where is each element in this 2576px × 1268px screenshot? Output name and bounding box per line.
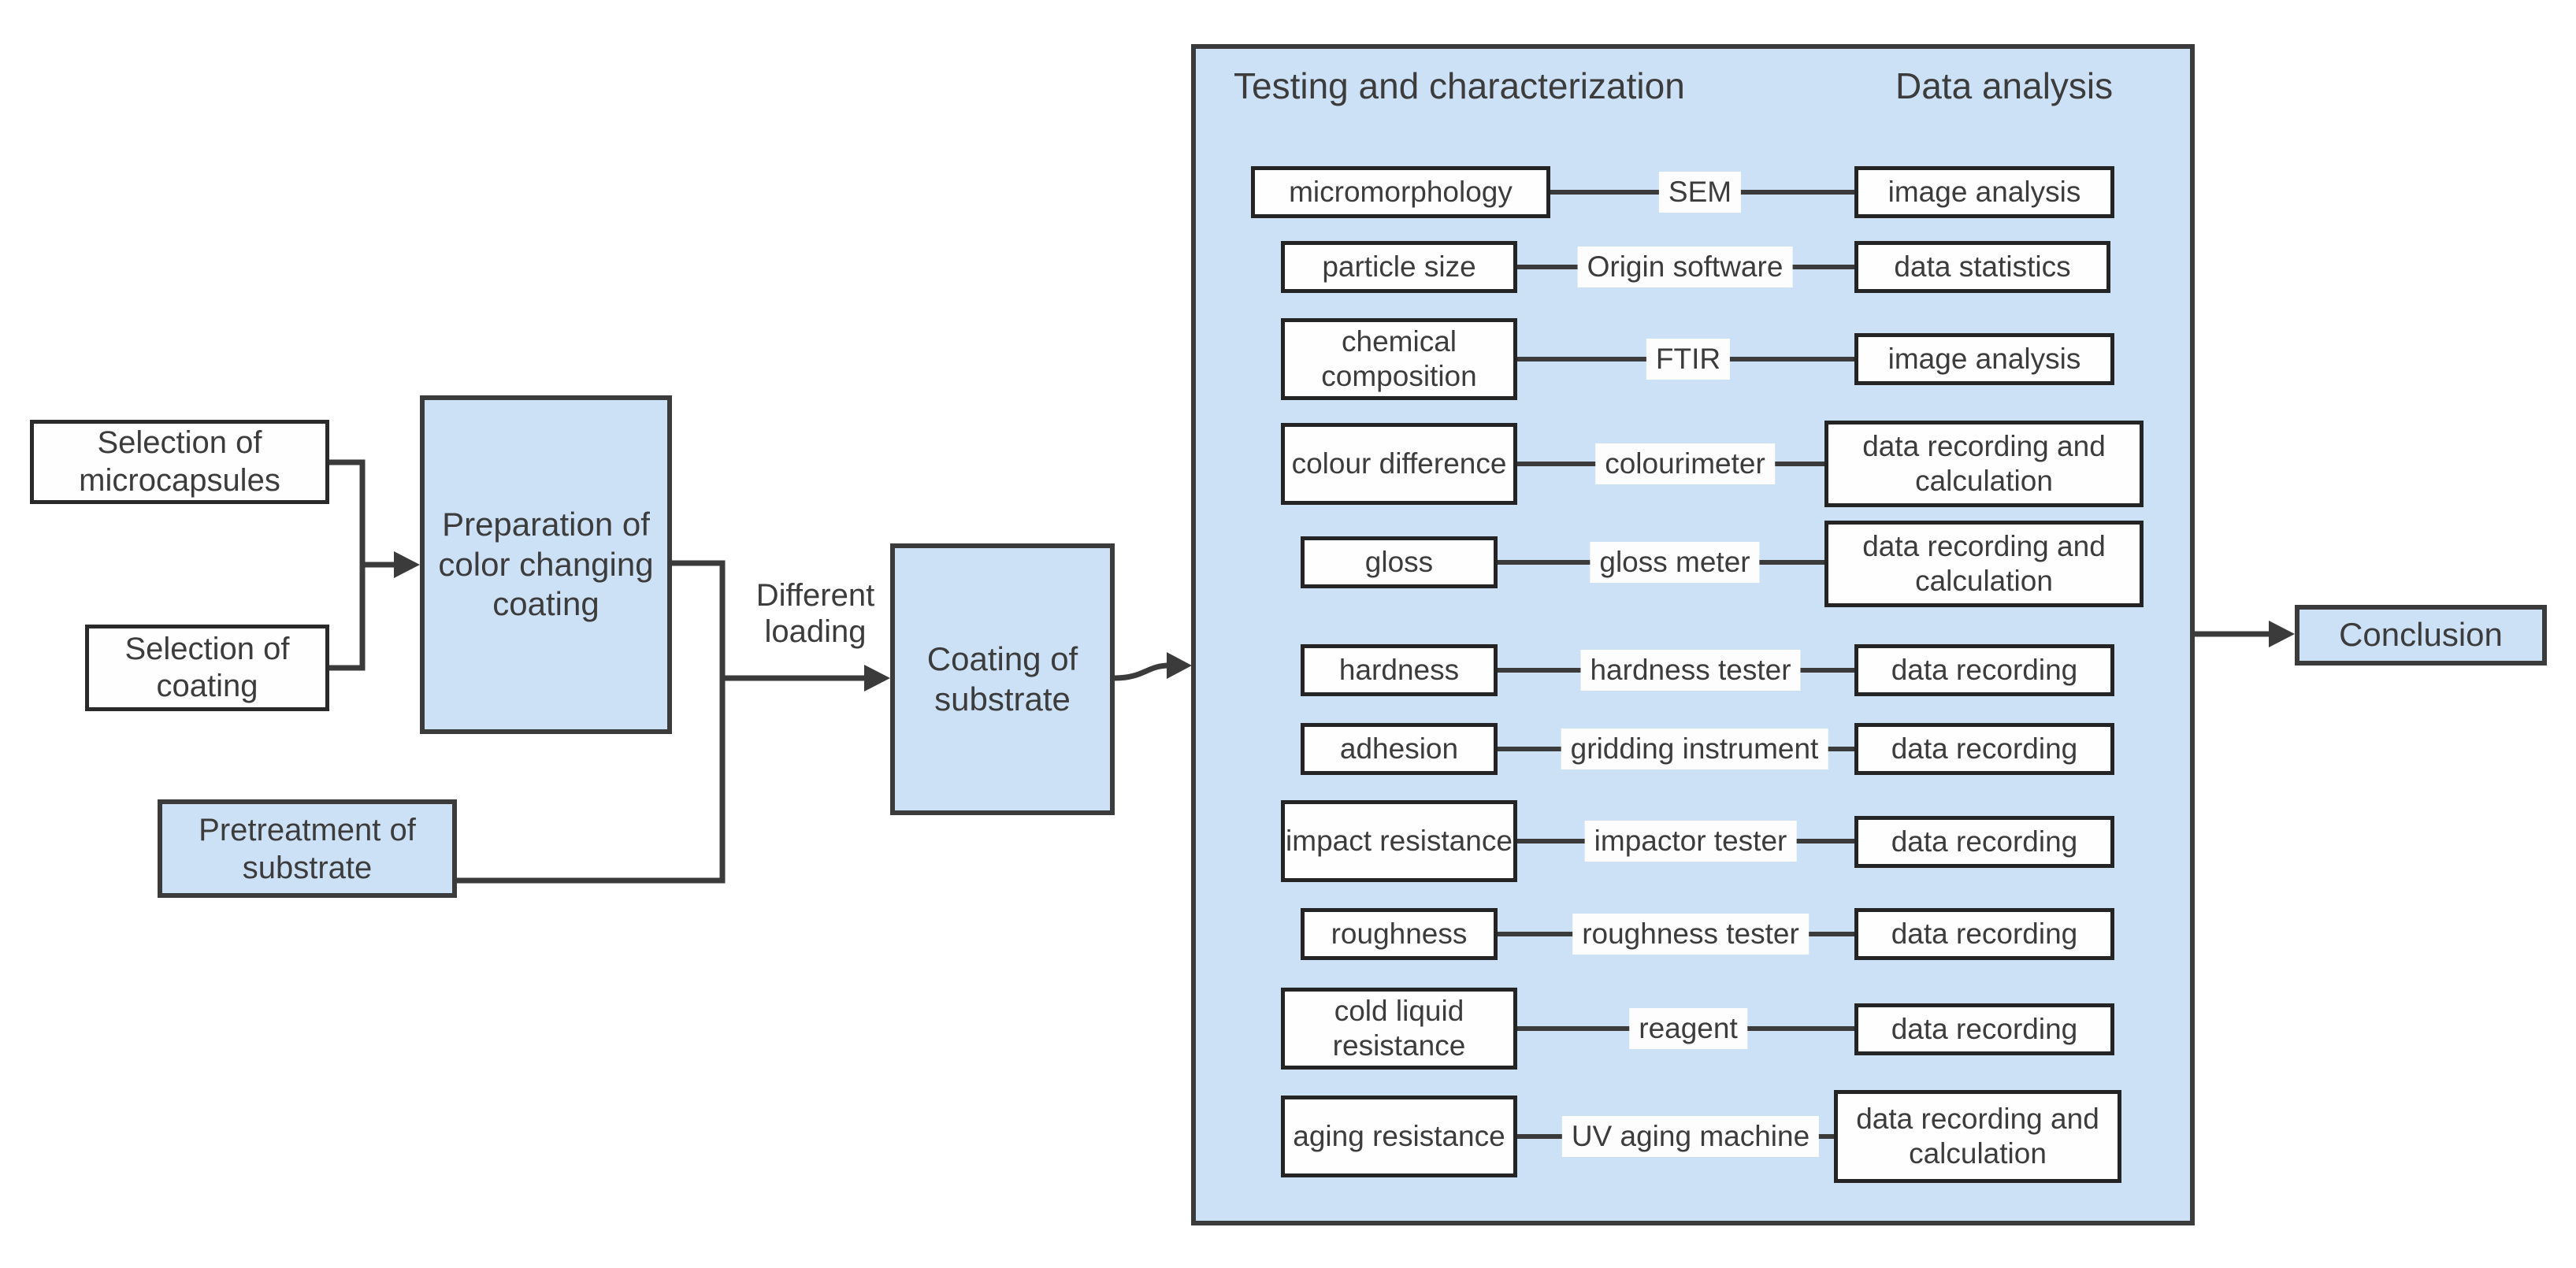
analysis-box: data recording	[1854, 816, 2114, 868]
test-item-box: roughness	[1301, 908, 1498, 960]
method-label: UV aging machine	[1561, 1116, 1820, 1157]
test-item-box: micromorphology	[1251, 166, 1550, 218]
preparation-out-line	[457, 560, 726, 884]
test-item-box: aging resistance	[1281, 1096, 1517, 1177]
analysis-box: data recording and calculation	[1824, 421, 2144, 507]
testing-and-analysis-panel: Testing and characterization Data analys…	[1191, 44, 2195, 1225]
selection-trunk-line	[329, 459, 366, 671]
analysis-box: data recording and calculation	[1834, 1090, 2121, 1183]
selection-of-microcapsules-box: Selection of microcapsules	[30, 420, 329, 504]
method-label: colourimeter	[1595, 443, 1775, 484]
test-item-box: adhesion	[1301, 723, 1498, 775]
analysis-box: data recording and calculation	[1824, 521, 2144, 607]
panel-rows: micromorphology SEM image analysis particle…	[1196, 49, 2190, 1221]
coating-to-panel-line	[1114, 662, 1170, 681]
analysis-box: data recording	[1854, 644, 2114, 696]
test-item-box: gloss	[1301, 536, 1498, 588]
panel-title-testing: Testing and characterization	[1234, 65, 1685, 106]
selection-of-coating-box: Selection of coating	[85, 625, 329, 711]
test-item-box: impact resistance	[1281, 800, 1517, 882]
test-item-box: chemical composition	[1281, 318, 1517, 400]
preparation-of-coating-box: Preparation of color changing coating	[420, 395, 672, 734]
test-item-box: colour difference	[1281, 423, 1517, 505]
different-loading-label: Different loading	[755, 578, 875, 649]
conclusion-box: Conclusion	[2295, 605, 2547, 666]
test-item-box: particle size	[1281, 241, 1517, 293]
arrowhead-into-preparation	[394, 551, 420, 578]
analysis-box: data recording	[1854, 1003, 2114, 1055]
arrowhead-into-panel	[1167, 652, 1192, 679]
method-label: gloss meter	[1590, 542, 1760, 583]
arrowhead-into-coating	[864, 665, 890, 691]
analysis-box: image analysis	[1854, 166, 2114, 218]
test-item-box: hardness	[1301, 644, 1498, 696]
analysis-box: data statistics	[1854, 241, 2110, 293]
analysis-box: image analysis	[1854, 333, 2114, 385]
method-label: FTIR	[1646, 339, 1731, 380]
panel-title-data-analysis: Data analysis	[1895, 65, 2114, 106]
pretreatment-of-substrate-box: Pretreatment of substrate	[158, 799, 457, 898]
method-label: Origin software	[1577, 247, 1793, 287]
test-item-box: cold liquid resistance	[1281, 988, 1517, 1070]
method-label: impactor tester	[1584, 821, 1797, 862]
analysis-box: data recording	[1854, 723, 2114, 775]
arrowhead-into-conclusion	[2269, 621, 2295, 647]
analysis-box: data recording	[1854, 908, 2114, 960]
method-label: SEM	[1658, 172, 1742, 213]
method-label: hardness tester	[1580, 650, 1801, 691]
method-label: gridding instrument	[1561, 729, 1828, 769]
method-label: reagent	[1629, 1008, 1747, 1049]
method-label: roughness tester	[1572, 914, 1809, 955]
coating-of-substrate-box: Coating of substrate	[890, 543, 1115, 815]
